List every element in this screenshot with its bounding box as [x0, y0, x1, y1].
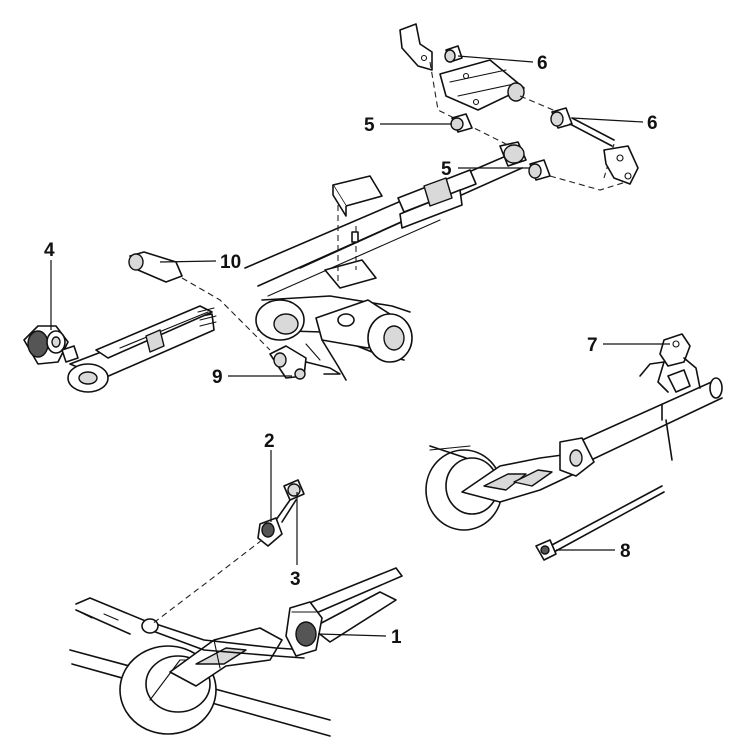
- shackle-bracket: [399, 23, 559, 145]
- spring-pad: [324, 175, 383, 289]
- callout-6-lower: 6: [647, 113, 658, 134]
- leader-lines: [50, 55, 670, 637]
- callout-6-upper: 6: [537, 53, 548, 74]
- spring-eye-bushing-right: [528, 159, 551, 181]
- leaf-spring-assembly: [244, 141, 527, 297]
- axle-tube-right: [559, 377, 723, 477]
- callout-2: 2: [264, 431, 275, 452]
- callout-7: 7: [587, 335, 598, 356]
- callout-9: 9: [212, 367, 223, 388]
- shackle-bushing-lower: [450, 113, 473, 133]
- callout-3: 3: [290, 569, 301, 590]
- callout-10: 10: [220, 252, 241, 273]
- mount-bracket: [639, 333, 701, 393]
- stabilizer-link-lower: [269, 345, 341, 380]
- shackle-assembly: [23, 325, 79, 365]
- stabilizer-bar: [141, 567, 403, 659]
- stabilizer-rod: [535, 485, 665, 561]
- callout-8: 8: [620, 541, 631, 562]
- callout-5-upper: 5: [364, 115, 375, 136]
- callout-1: 1: [391, 627, 402, 648]
- leaf-spring-short: [67, 305, 217, 393]
- callout-4: 4: [44, 240, 55, 261]
- stabilizer-bar-bushing-clamp: [285, 601, 323, 657]
- end-link: [151, 479, 305, 625]
- shackle-bushing-upper: [444, 45, 463, 63]
- callout-labels: 1 2 3 4 5 5 6 6 7 8 9 10: [44, 53, 658, 648]
- axle-housing: [255, 295, 413, 381]
- shackle-plate: [549, 145, 639, 191]
- callout-5-lower: 5: [441, 159, 452, 180]
- stabilizer-bushing-upper: [128, 251, 271, 351]
